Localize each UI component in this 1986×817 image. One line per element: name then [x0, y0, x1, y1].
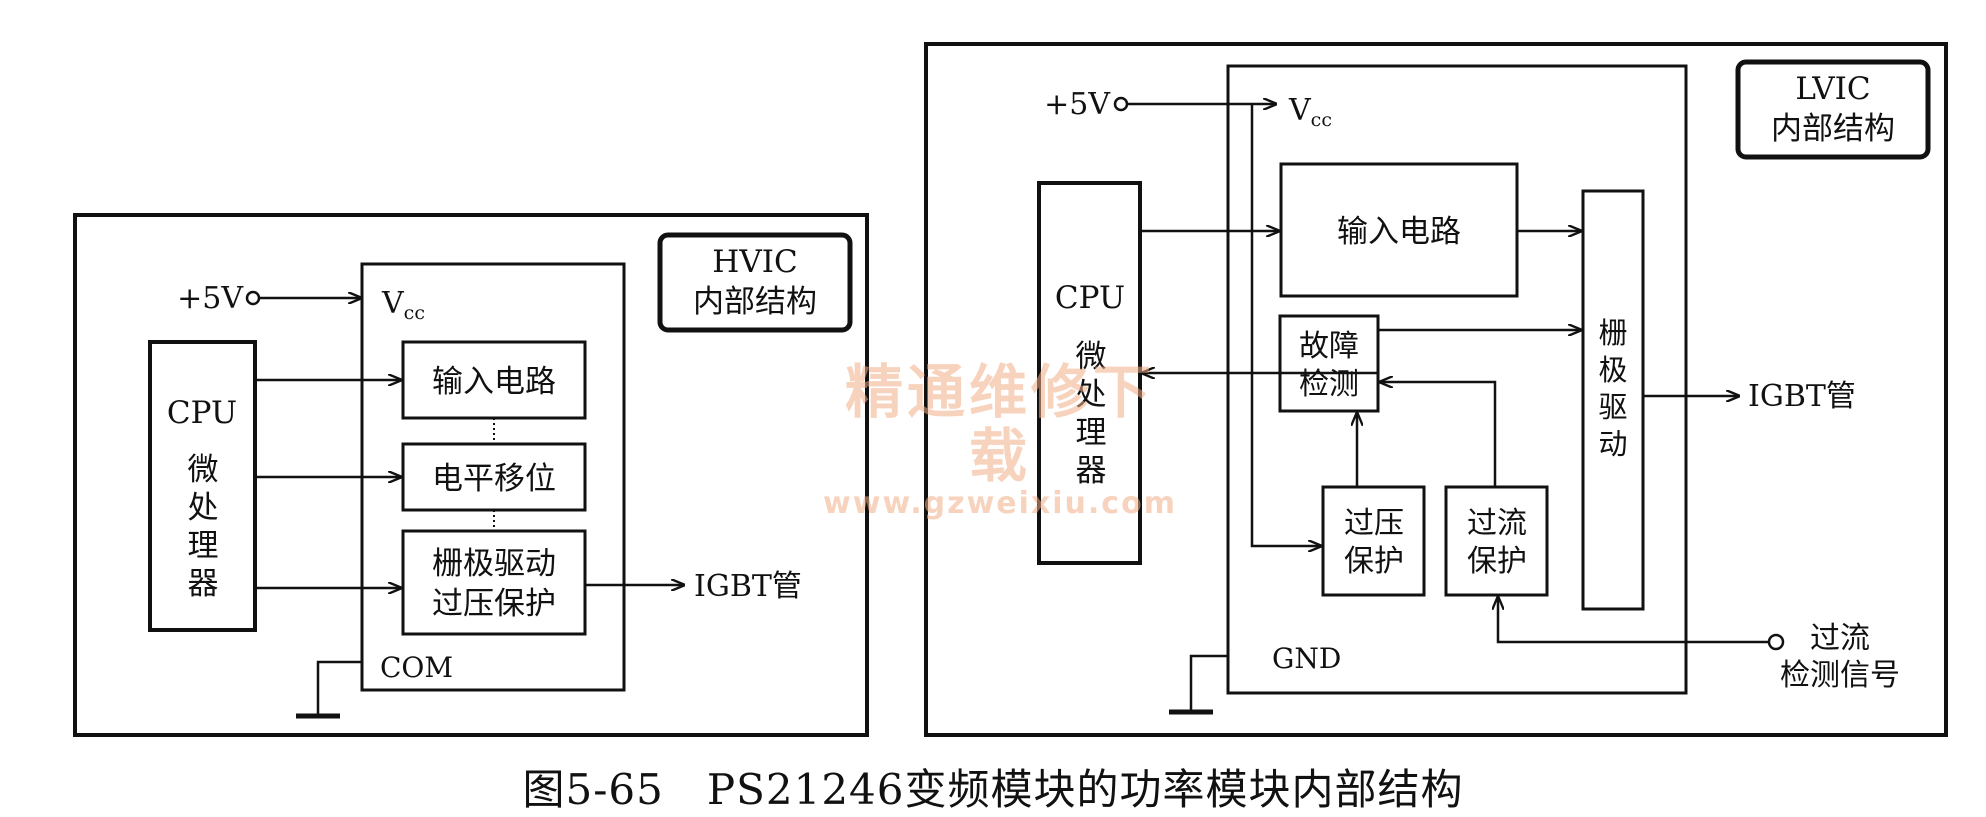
hvic-overvoltage-label: 过压保护	[432, 586, 556, 622]
lvic-oc-signal-terminal	[1767, 633, 1785, 651]
lvic-title-line1: LVIC	[1795, 71, 1870, 107]
lvic-cpu-box	[1037, 181, 1142, 565]
lvic-ic-box	[1226, 64, 1688, 695]
lvic-title-box	[1735, 59, 1931, 160]
lvic-cpu-label: CPU	[1055, 280, 1125, 316]
lvic-ocp-to-fault-arrow	[1380, 382, 1497, 487]
lvic-title-line2: 内部结构	[1771, 111, 1895, 147]
lvic-ovp-label-line1: 过压	[1344, 506, 1404, 541]
hvic-diagram	[73, 213, 869, 737]
lvic-gate-char-3: 驱	[1598, 390, 1627, 424]
lvic-gate-drive-box	[1581, 189, 1645, 611]
lvic-gnd-label: GND	[1272, 642, 1341, 675]
hvic-gate-drive-label: 栅极驱动	[432, 546, 556, 582]
hvic-text: HVIC 内部结构 +5V Vcc CPU 微 处 理 器 输入电路 电平移位 …	[167, 244, 817, 684]
hvic-cpu-char-1: 微	[188, 452, 219, 488]
hvic-title-box	[657, 232, 853, 333]
lvic-cpu-char-4: 器	[1076, 453, 1107, 489]
hvic-com-label: COM	[380, 651, 453, 684]
lvic-ocp-label-line2: 保护	[1467, 544, 1527, 579]
lvic-cpu-char-3: 理	[1076, 415, 1107, 451]
hvic-cpu-label: CPU	[167, 395, 237, 431]
lvic-ocp-box	[1444, 485, 1549, 597]
lvic-input-circuit-label: 输入电路	[1337, 214, 1461, 250]
lvic-oc-signal-line2: 检测信号	[1780, 658, 1900, 693]
lvic-gate-char-2: 极	[1598, 353, 1627, 387]
lvic-output-label: IGBT管	[1748, 379, 1856, 414]
hvic-title-line2: 内部结构	[693, 284, 817, 320]
hvic-supply-label: +5V	[177, 281, 244, 316]
lvic-ovp-box	[1321, 485, 1426, 597]
lvic-supply-label: +5V	[1044, 87, 1111, 122]
lvic-vcc-rail	[1250, 104, 1321, 546]
figure-caption: 图5-65 PS21246变频模块的功率模块内部结构	[522, 765, 1464, 814]
hvic-cpu-char-3: 理	[188, 528, 219, 564]
lvic-fault-label-line2: 检测	[1299, 367, 1359, 402]
lvic-supply-terminal	[1113, 96, 1129, 112]
hvic-output-label: IGBT管	[694, 569, 802, 604]
lvic-oc-signal-line1: 过流	[1810, 621, 1870, 656]
hvic-level-shift-label: 电平移位	[432, 461, 556, 497]
lvic-gate-char-4: 动	[1598, 427, 1627, 461]
hvic-cpu-box	[148, 340, 257, 632]
hvic-supply-terminal	[245, 290, 261, 306]
lvic-gnd-line	[1189, 654, 1228, 712]
lvic-fault-label-line1: 故障	[1299, 329, 1359, 364]
hvic-cpu-char-4: 器	[188, 566, 219, 602]
lvic-diagram	[924, 42, 1948, 737]
lvic-ovp-label-line2: 保护	[1344, 544, 1404, 579]
hvic-frame	[73, 213, 869, 737]
lvic-cpu-char-1: 微	[1076, 339, 1107, 375]
lvic-gate-char-1: 栅	[1598, 316, 1627, 350]
lvic-cpu-char-2: 处	[1076, 377, 1107, 413]
lvic-oc-signal-line	[1498, 597, 1769, 644]
hvic-cpu-char-2: 处	[188, 490, 219, 526]
lvic-text: LVIC 内部结构 +5V Vcc CPU 微 处 理 器 输入电路 故障 检测…	[1044, 71, 1900, 693]
hvic-com-ground-line	[316, 660, 362, 716]
hvic-vcc-label: Vcc	[381, 286, 425, 324]
lvic-frame	[924, 42, 1948, 737]
lvic-vcc-label: Vcc	[1288, 93, 1332, 131]
hvic-title-line1: HVIC	[712, 244, 797, 280]
hvic-input-circuit-label: 输入电路	[432, 364, 556, 400]
lvic-fault-detect-box	[1278, 314, 1380, 413]
lvic-ocp-label-line1: 过流	[1467, 506, 1527, 541]
